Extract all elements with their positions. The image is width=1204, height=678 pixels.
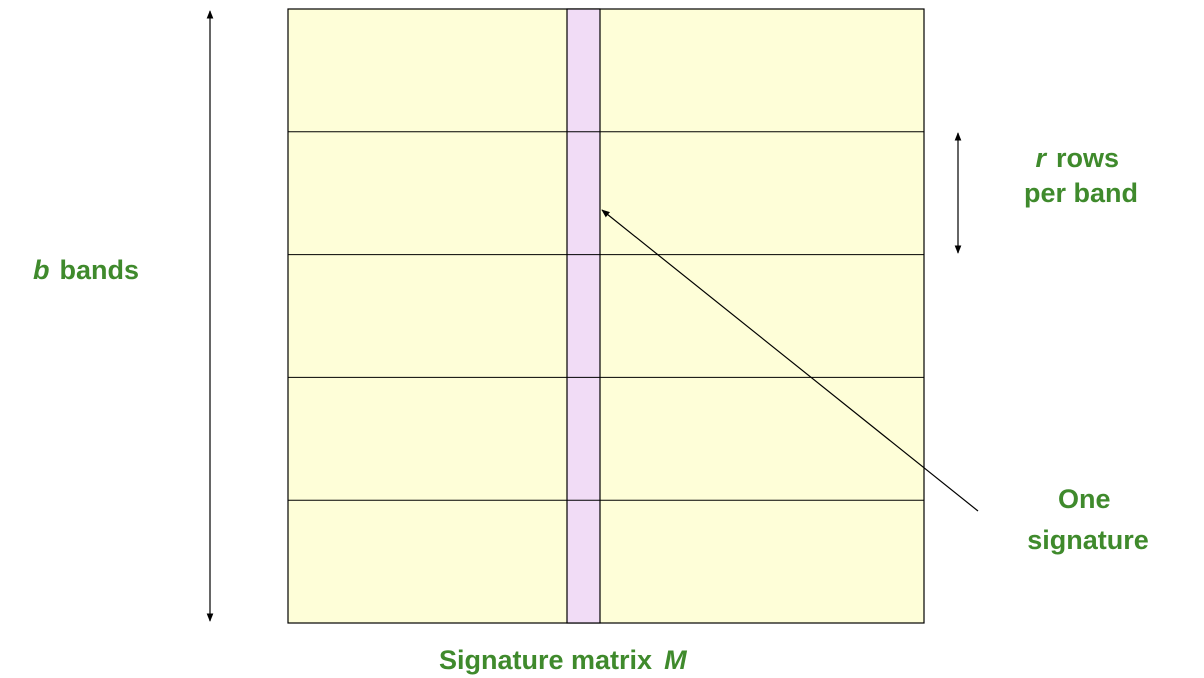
signature-pointer-arrow (601, 209, 979, 512)
signature-column (566, 8, 601, 624)
one-signature-label: One signature (1027, 484, 1149, 555)
matrix-body (287, 8, 925, 624)
signature-matrix (287, 8, 925, 624)
